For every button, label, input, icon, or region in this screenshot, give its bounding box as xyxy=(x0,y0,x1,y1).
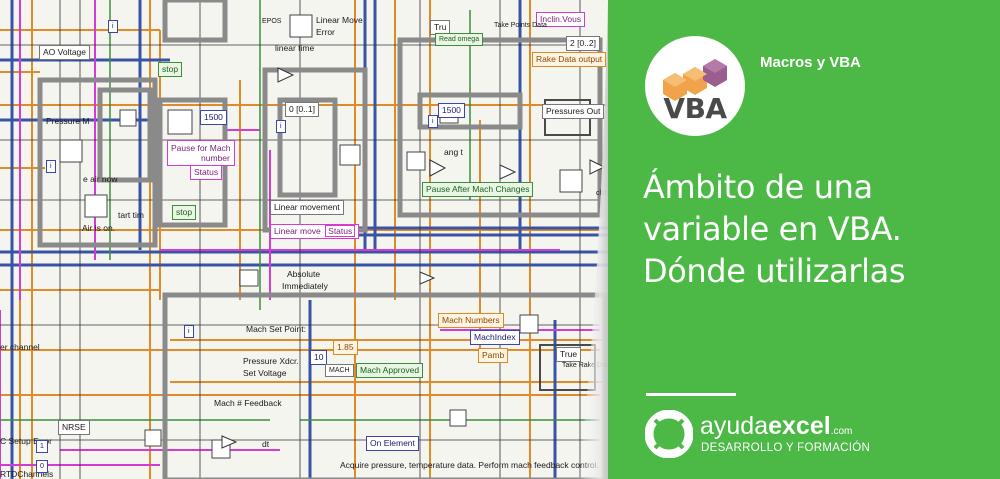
value-10: 10 xyxy=(310,350,328,365)
pause-after-mach-label: Pause After Mach Changes xyxy=(422,182,534,197)
read-omega-label: Read omega xyxy=(435,33,484,46)
vba-cubes-icon xyxy=(663,59,727,101)
value-1500-b: 1500 xyxy=(438,103,465,118)
take-rake-data-label: Take Rake Data xyxy=(562,362,612,369)
brand-name-domain: .com xyxy=(830,426,853,437)
value-1500-a: 1500 xyxy=(200,110,227,125)
absolute-label: Absolute xyxy=(287,269,321,279)
mach-block-label: MACH xyxy=(325,364,354,377)
mach-approved-label: Mach Approved xyxy=(356,363,424,378)
nrse-selector: NRSE xyxy=(58,420,90,435)
brand-name-bold: excel xyxy=(768,412,831,440)
status-2-text: Status xyxy=(325,225,356,237)
iteration-i-1: i xyxy=(184,325,194,338)
linear-move-2-text: Linear move xyxy=(274,226,321,236)
ang-t-label: ang t xyxy=(444,147,463,157)
brand-name-light: ayuda xyxy=(700,412,769,440)
take-points-label: Take Points Data xyxy=(494,22,547,29)
value-1-85: 1.85 xyxy=(333,340,358,355)
article-title: Ámbito de una variable en VBA. Dónde uti… xyxy=(643,166,993,292)
pamb-label: Pamb xyxy=(478,348,509,363)
linear-movement-label: Linear movement xyxy=(270,200,344,215)
iteration-i-5: i xyxy=(108,20,118,33)
er-channel-label: er channel xyxy=(0,342,40,352)
brand-name: ayudaexcel.com xyxy=(700,412,852,446)
ao-voltage-label: AO Voltage xyxy=(39,45,91,60)
true-selector-2: True xyxy=(556,347,582,362)
set-voltage-label: Set Voltage xyxy=(243,368,287,378)
rake-data-output-label: Rake Data output xyxy=(532,52,607,67)
mach-feedback-label: Mach # Feedback xyxy=(214,398,282,408)
pressure-xdcr-label: Pressure Xdcr. xyxy=(243,356,299,366)
true-selector-1: Tru xyxy=(430,20,451,35)
vba-logo: VBA xyxy=(645,36,745,136)
lifebuoy-icon xyxy=(645,410,693,458)
iteration-i-3: i xyxy=(428,115,438,128)
immediately-label: Immediately xyxy=(282,281,328,291)
range-2-label: 2 [0..2] xyxy=(566,36,600,51)
start-time-label: tart tim xyxy=(118,210,144,220)
on-element-label: On Element xyxy=(366,436,419,451)
incline-vous-label: Inclin.Vous xyxy=(536,12,586,27)
linear-time-label: linear time xyxy=(275,43,315,53)
rtd-channels-label: RTDChannels xyxy=(0,469,54,479)
pressures-out-label: Pressures Out xyxy=(542,104,605,119)
number-text: number xyxy=(201,153,230,163)
title-line-3: Dónde utilizarlas xyxy=(643,252,906,290)
epos-label: EPOS xyxy=(262,18,282,25)
c-setup-error-label: C Setup Error xyxy=(0,436,52,446)
air-is-on-label: Air is on. xyxy=(82,223,116,233)
dt-label: dt xyxy=(262,439,270,449)
mach-set-point-label: Mach Set Point: xyxy=(246,324,307,334)
title-line-1: Ámbito de una xyxy=(643,168,873,206)
acquire-note-label: Acquire pressure, temperature data. Perf… xyxy=(340,460,599,470)
status-label: Status xyxy=(190,165,223,180)
range-0-1-label: 0 [0..1] xyxy=(285,102,319,117)
error-label: Error xyxy=(316,27,335,37)
value-0: 0 xyxy=(36,460,48,473)
stop-label-2: stop xyxy=(172,205,197,220)
pause-for-mach-text: Pause for Mach xyxy=(171,143,231,153)
title-divider xyxy=(646,393,736,396)
iteration-i-4: i xyxy=(46,160,56,173)
category-label: Macros y VBA xyxy=(760,54,861,71)
linear-move-label: Linear Move xyxy=(316,15,363,25)
iteration-i-2: i xyxy=(276,120,286,133)
mach-numbers-label: Mach Numbers xyxy=(438,313,504,328)
stop-label: stop xyxy=(158,62,183,77)
brand-tagline: DESARROLLO Y FORMACIÓN xyxy=(701,442,871,454)
pause-for-mach-label: Pause for Mach number xyxy=(167,140,235,166)
pressure-m-label: Pressure M xyxy=(46,116,90,126)
value-1: 1 xyxy=(36,440,48,453)
linear-move-2-label: Linear move Status xyxy=(270,224,360,239)
mach-index-label: MachIndex xyxy=(470,330,520,345)
vba-logo-text: VBA xyxy=(663,92,727,125)
air-now-label: e air now xyxy=(83,174,118,184)
title-line-2: variable en VBA. xyxy=(643,210,902,248)
